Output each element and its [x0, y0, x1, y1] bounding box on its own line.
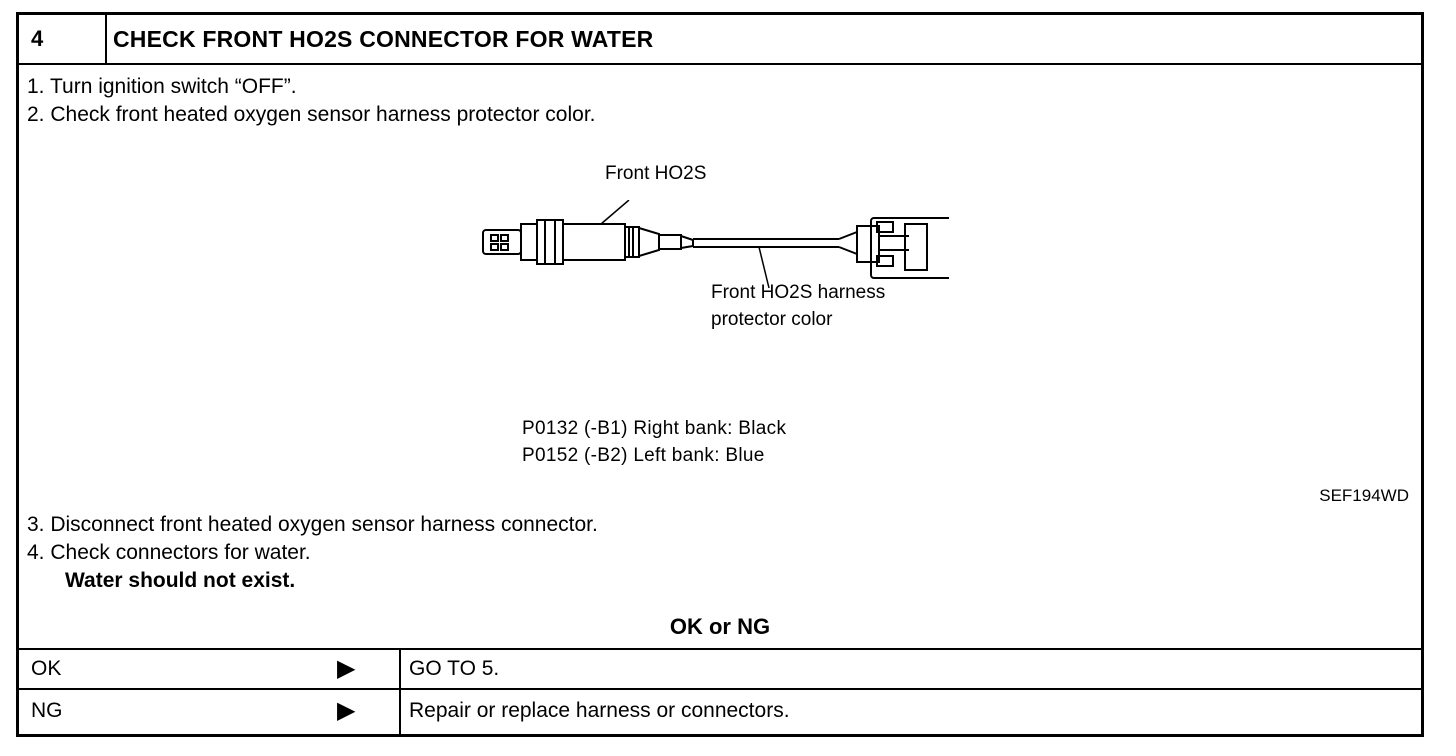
- instruction-4: 4. Check connectors for water.: [27, 541, 311, 564]
- instruction-2: 2. Check front heated oxygen sensor harn…: [27, 103, 596, 126]
- step-number: 4: [19, 15, 107, 63]
- code-right-bank: P0132 (-B1) Right bank: Black: [522, 418, 787, 439]
- arrow-right-icon: ▶: [337, 655, 356, 682]
- ho2s-sensor-diagram: [482, 200, 949, 289]
- result-row-ng: NG ▶ Repair or replace harness or connec…: [19, 688, 1421, 734]
- step-header: 4 CHECK FRONT HO2S CONNECTOR FOR WATER: [19, 15, 1421, 65]
- label-harness-line1: Front HO2S harness: [711, 282, 886, 303]
- figure-id: SEF194WD: [1319, 486, 1409, 505]
- instruction-3: 3. Disconnect front heated oxygen sensor…: [27, 513, 598, 536]
- instruction-1: 1. Turn ignition switch “OFF”.: [27, 75, 297, 98]
- label-harness-line2: protector color: [711, 309, 833, 330]
- instructions-bottom: 3. Disconnect front heated oxygen sensor…: [27, 511, 598, 595]
- code-left-bank: P0152 (-B2) Left bank: Blue: [522, 445, 765, 466]
- result-heading: OK or NG: [669, 614, 771, 639]
- instructions-top: 1. Turn ignition switch “OFF”. 2. Check …: [27, 73, 596, 129]
- result-action-ng: Repair or replace harness or connectors.: [409, 699, 790, 722]
- column-divider: [399, 690, 401, 734]
- result-status-ng: NG: [31, 699, 63, 722]
- arrow-right-icon: ▶: [337, 697, 356, 724]
- result-action-ok: GO TO 5.: [409, 657, 500, 680]
- diagnostic-step-table: 4 CHECK FRONT HO2S CONNECTOR FOR WATER 1…: [16, 12, 1424, 737]
- label-front-ho2s: Front HO2S: [605, 163, 707, 184]
- step-title: CHECK FRONT HO2S CONNECTOR FOR WATER: [113, 26, 654, 52]
- label-harness-protector: Front HO2S harness protector color: [711, 279, 885, 333]
- result-status-ok: OK: [31, 657, 62, 680]
- column-divider: [399, 650, 401, 688]
- requirement-text: Water should not exist.: [65, 569, 296, 592]
- result-row-ok: OK ▶ GO TO 5.: [19, 648, 1421, 688]
